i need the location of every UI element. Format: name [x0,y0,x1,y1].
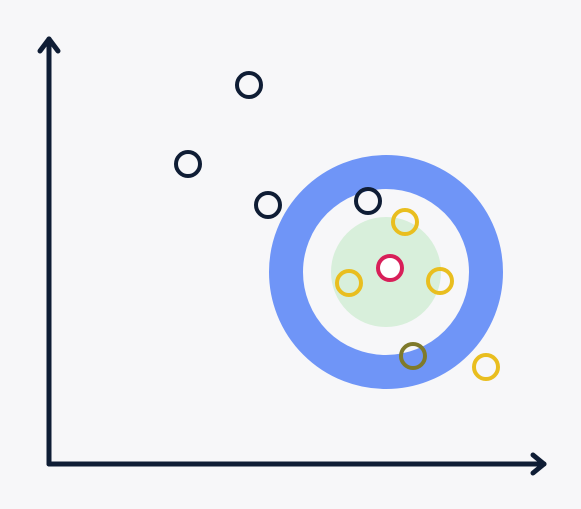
query-point [376,254,404,282]
yellow-point-overlap [399,342,427,370]
outer-neighborhood-ring [269,155,503,389]
navy-point-2 [174,150,202,178]
navy-point-1 [235,71,263,99]
yellow-point-1 [391,208,419,236]
yellow-point-2 [335,269,363,297]
yellow-point-3 [426,267,454,295]
up-arrow-icon [37,36,61,54]
right-arrow-icon [530,452,547,476]
navy-point-3 [254,191,282,219]
yellow-point-outer [472,353,500,381]
navy-point-4 [354,187,382,215]
